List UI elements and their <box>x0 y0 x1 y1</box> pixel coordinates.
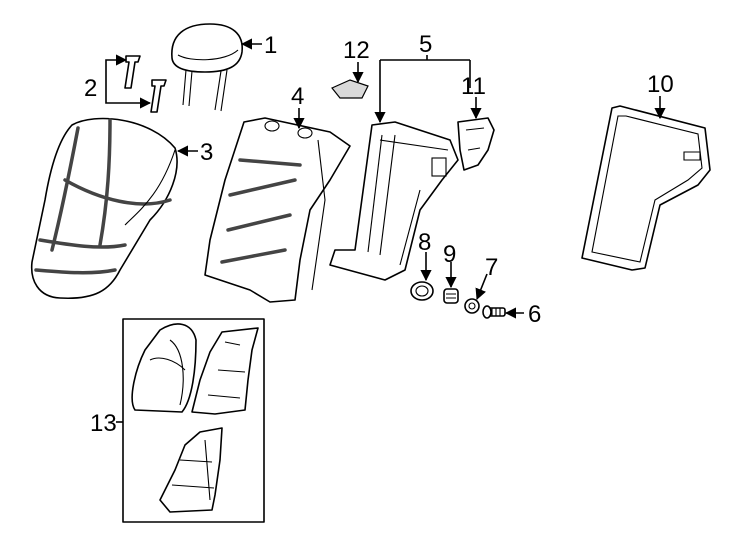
clip <box>443 288 459 304</box>
seat-back-frame <box>204 117 351 303</box>
washer <box>464 298 480 314</box>
callout-12: 12 <box>343 37 370 64</box>
bolt <box>482 305 506 319</box>
callout-7: 7 <box>485 254 498 281</box>
callout-11: 11 <box>461 73 486 100</box>
frame-assembly <box>329 121 459 281</box>
latch-cover <box>331 79 369 99</box>
callout-9: 9 <box>443 241 456 268</box>
grommet <box>410 281 434 301</box>
callout-13: 13 <box>90 410 117 437</box>
callout-6: 6 <box>528 301 541 328</box>
back-panel <box>581 105 711 271</box>
seat-back-cover <box>30 117 178 300</box>
callout-3: 3 <box>200 139 213 166</box>
callout-1: 1 <box>264 32 277 59</box>
callout-8: 8 <box>418 229 431 256</box>
headrest <box>171 23 243 112</box>
callout-10: 10 <box>647 71 674 98</box>
callout-2: 2 <box>84 75 97 102</box>
trim-set-box <box>122 318 265 523</box>
callout-4: 4 <box>291 83 304 110</box>
bracket <box>457 117 495 171</box>
callout-labels: 1 2 3 4 5 6 7 8 9 10 11 12 13 <box>84 31 674 437</box>
callout-5: 5 <box>419 31 432 58</box>
leaders <box>105 38 666 423</box>
